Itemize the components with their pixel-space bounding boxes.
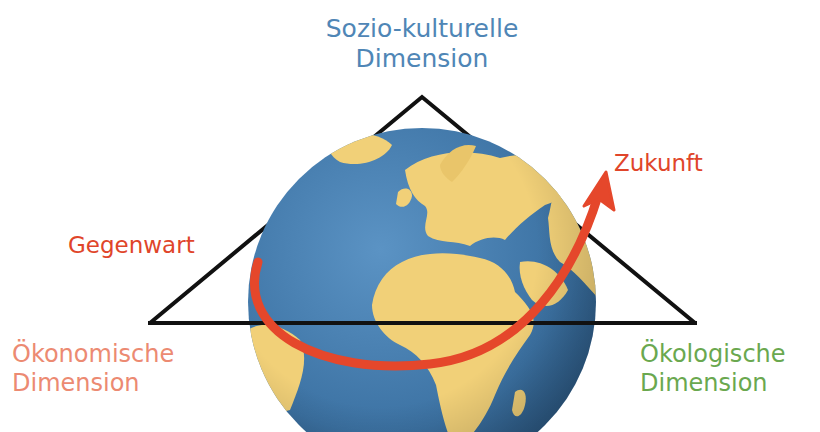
dimension-label: Ökologische Dimension: [640, 340, 812, 398]
triangle-base: [148, 321, 697, 325]
globe: [248, 128, 596, 432]
dimension-label: Sozio-kulturelle Dimension: [292, 14, 552, 74]
time-label: Gegenwart: [68, 232, 238, 260]
time-arrow: [254, 196, 598, 366]
dimension-label: Ökonomische Dimension: [12, 340, 187, 398]
time-label: Zukunft: [614, 150, 764, 178]
arrow-head: [584, 172, 614, 210]
